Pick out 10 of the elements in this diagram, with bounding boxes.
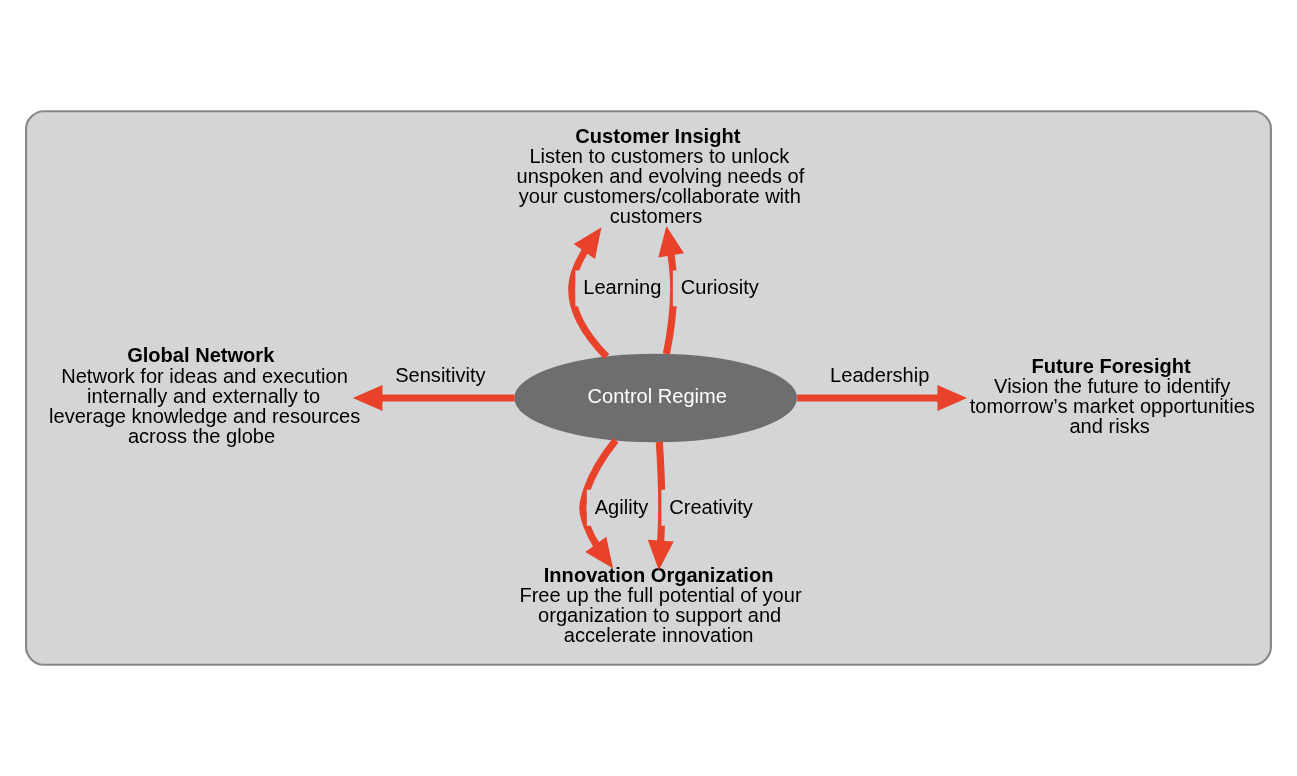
node-text: Customer Insight Listen to customers to unlock unspoken and evolving needs of your customers/collaborate with customers xyxy=(516,125,805,228)
edge-label: Creativity xyxy=(669,495,753,518)
node-text: Innovation Organization Free up the full potential of your organization to support and accelerate innovation xyxy=(519,563,802,647)
edge-label: Leadership xyxy=(830,363,930,386)
edge-label: Learning xyxy=(583,276,662,299)
edge-label: Agility xyxy=(594,495,649,518)
node-text: Global Network Network for ideas and execution internally and externally to leverage knowledge and resources across the globe xyxy=(49,344,361,447)
edge-label: Curiosity xyxy=(680,276,759,299)
node-text: Future Foresight Vision the future to identify tomorrow’s market opportunities and risks xyxy=(969,354,1255,437)
edge-label: Sensitivity xyxy=(395,363,486,386)
